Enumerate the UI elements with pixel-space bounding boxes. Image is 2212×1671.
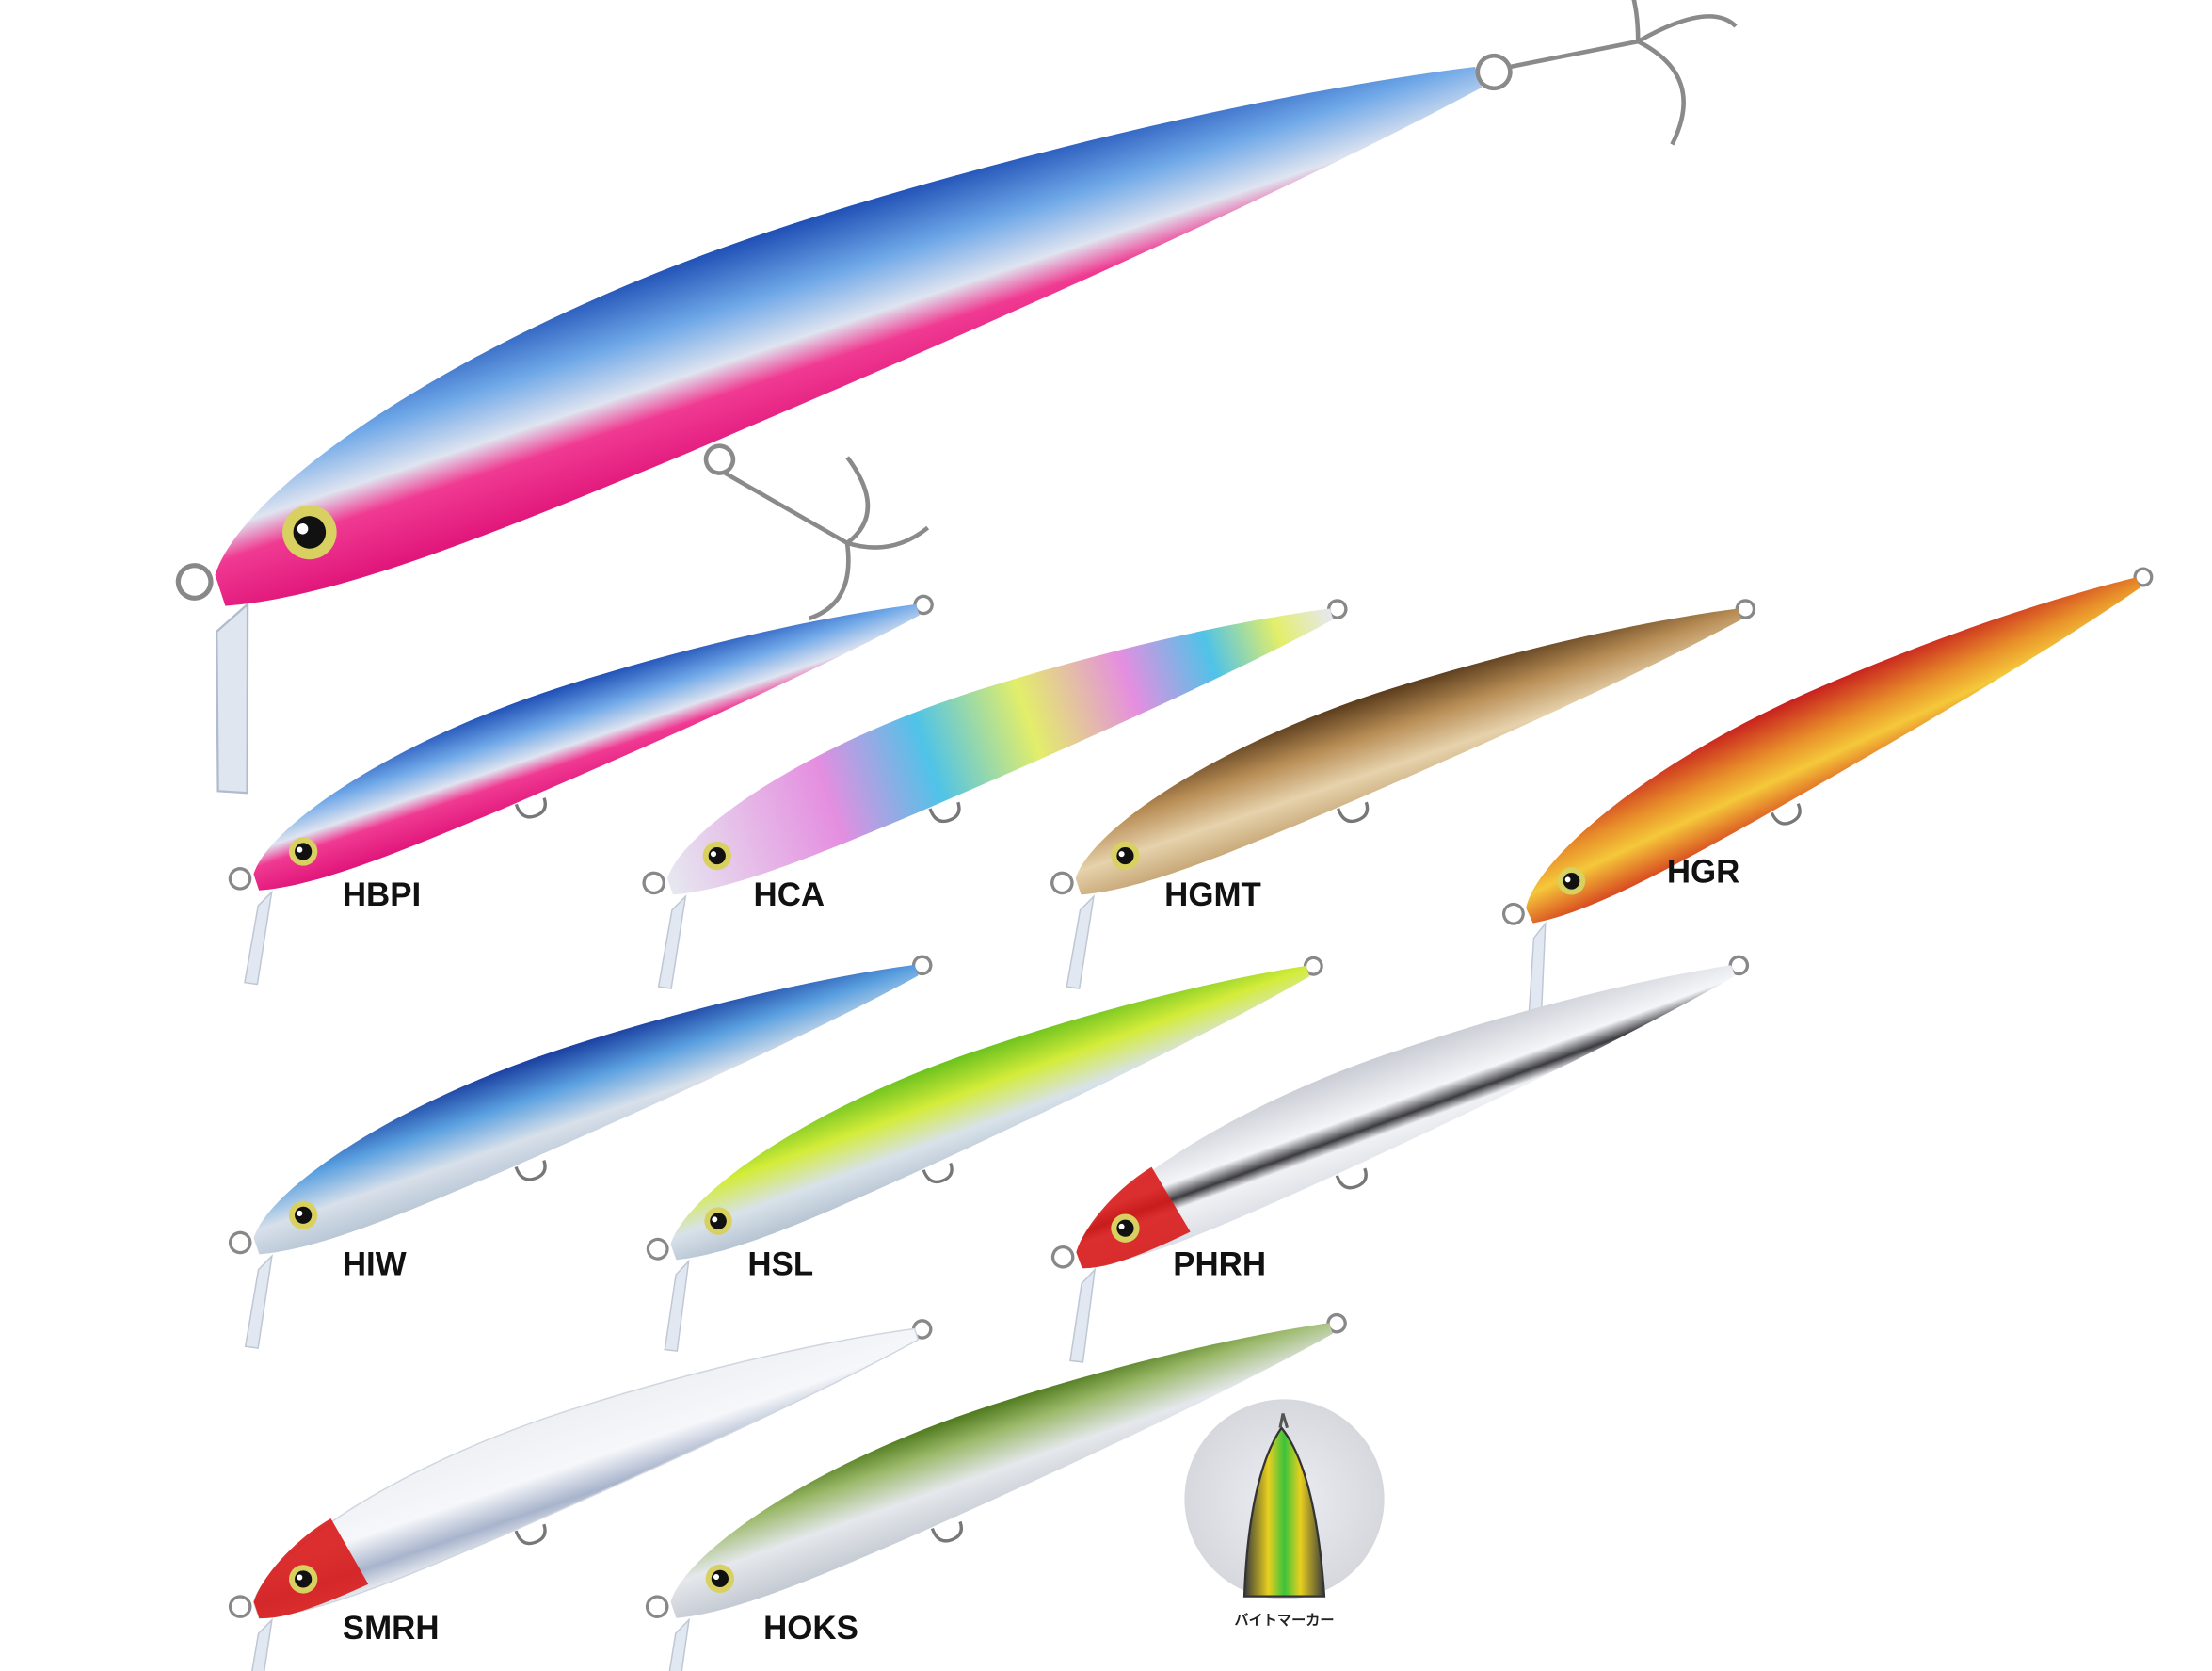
lure-code-label: HGR	[1667, 854, 1739, 891]
lure-code-label: HBPI	[343, 876, 421, 913]
belly-treble-hook	[703, 443, 930, 621]
lure-code-label: PHRH	[1173, 1245, 1266, 1282]
featured-lure	[167, 0, 1738, 795]
tail-treble-hook	[1475, 0, 1738, 146]
bite-marker-caption: バイトマーカー	[1234, 1612, 1334, 1629]
lure-code-label: HOKS	[763, 1610, 858, 1647]
lure-smrh	[195, 1295, 980, 1671]
line-tie-ring	[175, 563, 214, 601]
lure-hgr	[1466, 547, 2212, 1020]
lure-phrh	[1017, 932, 1800, 1368]
bite-marker-inset	[1184, 1399, 1385, 1599]
lure-code-label: HIW	[343, 1245, 407, 1282]
lure-body	[167, 5, 1518, 622]
lure-code-label: SMRH	[343, 1610, 440, 1647]
lure-code-label: HSL	[747, 1245, 813, 1282]
lure-code-label: HGMT	[1164, 876, 1261, 913]
diving-lip	[216, 602, 249, 795]
lure-code-label: HCA	[754, 876, 825, 913]
